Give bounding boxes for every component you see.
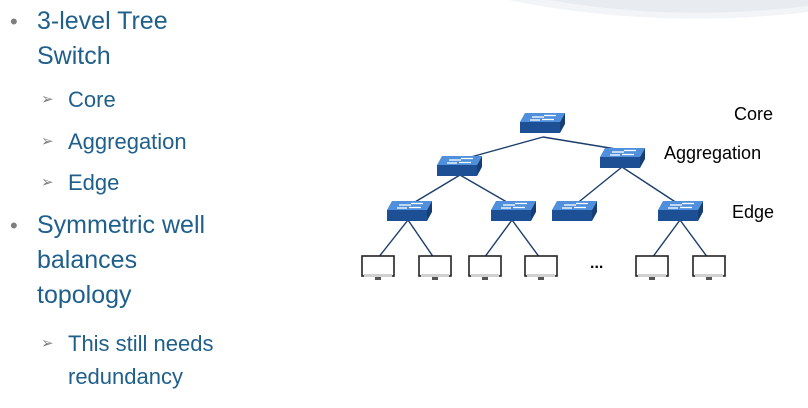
link-edge-host xyxy=(651,219,681,259)
network-switch-icon xyxy=(436,155,483,177)
bullet-text-line: Switch xyxy=(37,42,111,70)
sub-bullet-redundancy: ➢ This still needs redundancy xyxy=(41,327,214,393)
sub-bullet-text: Core xyxy=(68,87,116,112)
bullet-text-line: balances xyxy=(37,246,138,274)
network-switch-icon xyxy=(599,147,646,169)
layer-label-core: Core xyxy=(734,104,774,124)
sub-bullet-aggregation: ➢ Aggregation xyxy=(41,125,187,158)
bullet-text-line: topology xyxy=(37,281,132,309)
sub-bullet-core: ➢ Core xyxy=(41,83,116,116)
link-edge-host xyxy=(511,219,541,259)
link-edge-host xyxy=(377,219,409,259)
host-ellipsis: ... xyxy=(590,255,603,272)
sub-bullet-edge: ➢ Edge xyxy=(41,166,120,199)
layer-label-edge: Edge xyxy=(732,202,775,222)
sub-bullet-text-line: This still needs xyxy=(68,331,214,356)
computer-monitor-icon xyxy=(635,255,669,281)
sub-bullet-arrow-icon: ➢ xyxy=(41,91,54,108)
computer-monitor-icon xyxy=(361,255,395,281)
computer-monitor-icon xyxy=(468,255,502,281)
network-switch-icon xyxy=(657,200,704,222)
network-switch-icon xyxy=(519,112,566,134)
computer-monitor-icon xyxy=(418,255,452,281)
link-agg-edge xyxy=(409,174,461,206)
sub-bullet-arrow-icon: ➢ xyxy=(41,133,54,150)
sub-bullet-text: Aggregation xyxy=(68,129,187,154)
link-edge-host xyxy=(407,219,435,259)
link-agg-edge xyxy=(574,166,623,206)
bullet-dot-icon: • xyxy=(10,9,18,34)
computer-monitor-icon xyxy=(692,255,726,281)
link-edge-host xyxy=(483,219,513,259)
tree-links xyxy=(377,136,709,259)
sub-bullet-text-line: redundancy xyxy=(68,364,183,389)
sub-bullet-arrow-icon: ➢ xyxy=(41,335,54,352)
decorative-swoosh xyxy=(508,0,808,19)
computer-monitor-icon xyxy=(524,255,558,281)
network-switch-icon xyxy=(386,200,433,222)
link-agg-edge xyxy=(621,166,681,206)
network-switch-icon xyxy=(551,200,598,222)
link-agg-edge xyxy=(459,174,513,206)
bullet-dot-icon: • xyxy=(10,213,18,238)
bullet-text-line: 3-level Tree xyxy=(37,7,168,35)
link-core-agg-right xyxy=(542,136,623,151)
bullet-tree-switch: • 3-level Tree Switch xyxy=(10,4,168,74)
link-edge-host xyxy=(679,219,709,259)
layer-label-aggregation: Aggregation xyxy=(664,143,762,163)
network-switch-icon xyxy=(490,200,537,222)
bullet-symmetric: • Symmetric well balances topology xyxy=(10,208,206,313)
sub-bullet-text: Edge xyxy=(68,170,120,195)
bullet-text-line: Symmetric well xyxy=(37,211,206,239)
sub-bullet-arrow-icon: ➢ xyxy=(41,174,54,191)
